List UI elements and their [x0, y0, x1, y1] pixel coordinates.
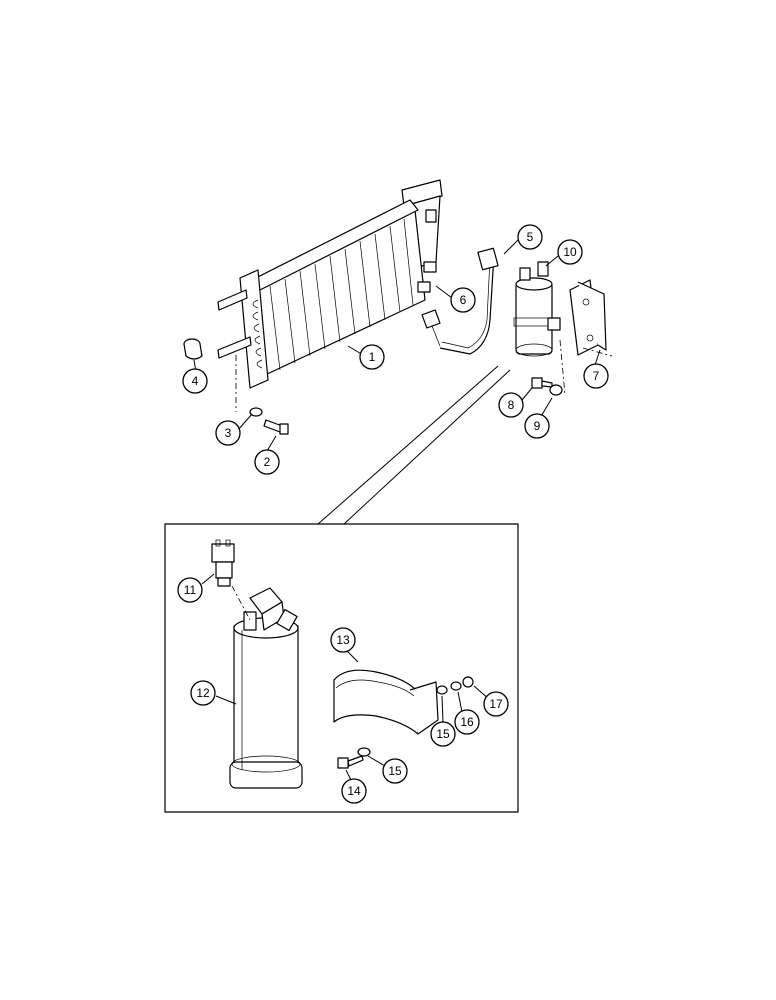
callout-label: 16 — [460, 715, 474, 729]
callout-label: 13 — [336, 633, 350, 647]
callout-label: 1 — [369, 350, 376, 364]
callout-label: 11 — [184, 583, 197, 597]
pressure-switch — [211, 539, 235, 587]
callout-label: 9 — [534, 419, 541, 433]
callout-label: 15 — [436, 727, 450, 741]
callout-15a: 15 — [430, 721, 456, 747]
callout-16: 16 — [454, 709, 480, 735]
callout-label: 5 — [527, 230, 534, 244]
callout-label: 2 — [264, 455, 271, 469]
washer-3 — [249, 407, 263, 417]
nut-9 — [549, 384, 563, 396]
bolt-2 — [263, 419, 289, 435]
mounting-clamp — [333, 669, 439, 735]
washer-15b — [357, 747, 371, 757]
callout-13: 13 — [330, 627, 356, 653]
callout-11: 11 — [177, 577, 203, 603]
callout-label: 15 — [388, 764, 402, 778]
callout-9: 9 — [524, 413, 550, 439]
callout-12: 12 — [190, 680, 216, 706]
callout-14: 14 — [341, 778, 367, 804]
callout-label: 12 — [196, 686, 210, 700]
callout-2: 2 — [254, 449, 280, 475]
condenser-assembly — [217, 179, 443, 389]
mounting-bracket — [569, 279, 607, 356]
callout-5: 5 — [517, 224, 543, 250]
washer-16 — [450, 681, 462, 691]
callout-label: 14 — [347, 784, 361, 798]
callout-label: 4 — [192, 374, 199, 388]
callout-label: 7 — [593, 369, 600, 383]
receiver-drier-small — [513, 261, 561, 357]
callout-label: 6 — [460, 293, 467, 307]
callout-4: 4 — [182, 368, 208, 394]
nut-17 — [462, 676, 474, 688]
callout-10: 10 — [557, 239, 583, 265]
bolt-14 — [337, 755, 364, 769]
washer-15a — [436, 685, 448, 695]
callout-1: 1 — [359, 344, 385, 370]
callout-7: 7 — [583, 363, 609, 389]
callout-label: 17 — [489, 697, 503, 711]
bolt-8 — [531, 377, 553, 389]
drier-fitting — [243, 587, 298, 632]
receiver-drier-large — [229, 617, 303, 789]
callout-label: 8 — [508, 398, 515, 412]
spacer-4 — [183, 338, 203, 360]
callout-6: 6 — [450, 287, 476, 313]
callout-label: 10 — [563, 245, 577, 259]
callout-17: 17 — [483, 691, 509, 717]
callout-3: 3 — [215, 420, 241, 446]
callout-15b: 15 — [382, 758, 408, 784]
callout-8: 8 — [498, 392, 524, 418]
callout-label: 3 — [225, 426, 232, 440]
